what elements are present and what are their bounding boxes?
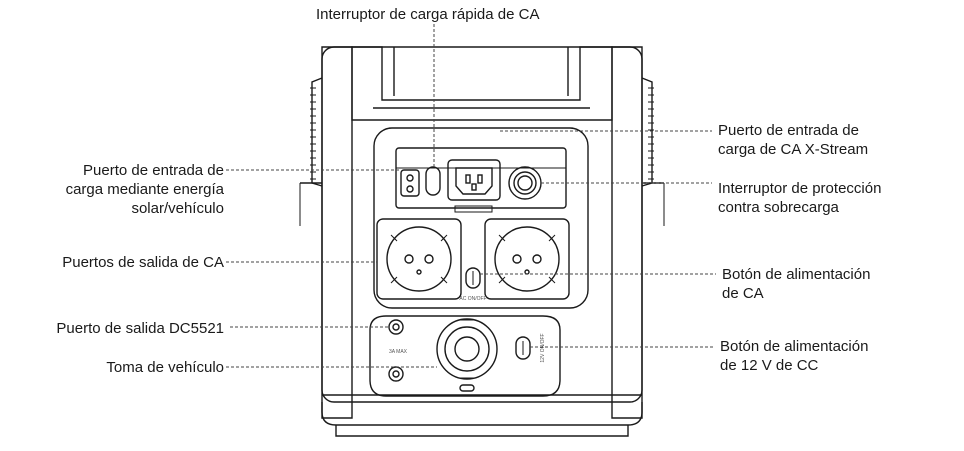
- lower-dc-panel: [369, 315, 561, 397]
- main-body: [299, 46, 665, 437]
- right-side-panel: [611, 46, 653, 419]
- car-socket: [436, 318, 498, 392]
- ac-outlet-right: [484, 218, 570, 300]
- label-ac-fast-charge-switch: Interruptor de carga rápida de CA: [316, 6, 540, 23]
- overload-protection-switch: [508, 166, 542, 200]
- dc-power-button: [515, 336, 531, 360]
- dc-button-mark: 12V ON/OFF: [540, 333, 546, 362]
- solar-vehicle-input-port: [400, 169, 420, 197]
- label-car-socket: Toma de vehículo: [106, 359, 224, 376]
- left-ribs: [310, 87, 316, 180]
- dc5521-port: [388, 319, 404, 335]
- dc5521-port-lower: [388, 366, 404, 382]
- upper-front-panel: [373, 127, 589, 309]
- ac-button-mark: AC ON/OFF: [459, 296, 486, 302]
- ac-fast-charge-switch: [425, 166, 441, 196]
- carry-handle: [351, 46, 613, 121]
- xstream-ac-input-port: [447, 159, 501, 213]
- ac-outlet-left: [376, 218, 462, 300]
- label-ac-output-ports: Puertos de salida de CA: [62, 254, 224, 271]
- right-ribs: [648, 87, 654, 180]
- label-dc5521-port: Puerto de salida DC5521: [56, 320, 224, 337]
- ac-power-button: [465, 267, 481, 289]
- left-side-panel: [311, 46, 353, 419]
- amp-mark: 3A MAX: [389, 349, 408, 355]
